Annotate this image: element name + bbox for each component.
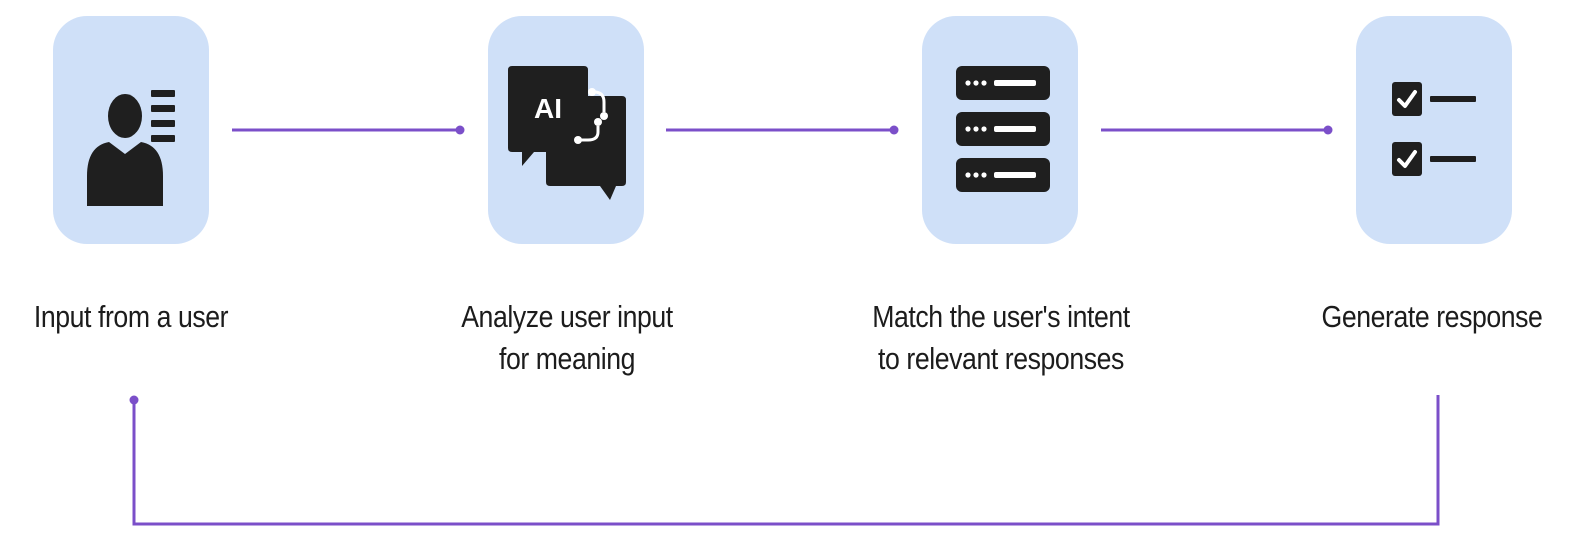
step-2-label-line-2: for meaning	[498, 341, 636, 376]
step-1-label: Input from a user	[2, 296, 260, 338]
step-3-tile	[922, 16, 1078, 244]
step-4-label-line-1: Generate response	[1321, 299, 1543, 334]
feedback-loop-line	[132, 395, 1440, 526]
step-3-label-line-2: to relevant responses	[878, 341, 1124, 376]
database-server-icon	[956, 66, 1050, 192]
step-2-label-line-1: Analyze user input	[461, 299, 673, 334]
step-1-label-line-1: Input from a user	[33, 299, 229, 334]
arrowhead-2	[889, 125, 899, 135]
step-2-label: Analyze user input for meaning	[438, 296, 696, 380]
svg-text:AI: AI	[534, 93, 562, 124]
ai-chat-icon: AI	[508, 66, 626, 200]
step-4-tile	[1356, 16, 1512, 244]
arrowhead-3	[1323, 125, 1333, 135]
step-1-tile	[53, 16, 209, 244]
step-4-label: Generate response	[1303, 296, 1561, 338]
step-2-tile: AI	[488, 16, 644, 244]
arrowhead-1	[455, 125, 465, 135]
step-3-label: Match the user's intent to relevant resp…	[872, 296, 1130, 380]
checklist-icon	[1392, 82, 1476, 176]
step-3-label-line-1: Match the user's intent	[872, 299, 1130, 334]
user-profile-icon	[87, 90, 175, 206]
arrowhead-loop	[129, 395, 139, 405]
